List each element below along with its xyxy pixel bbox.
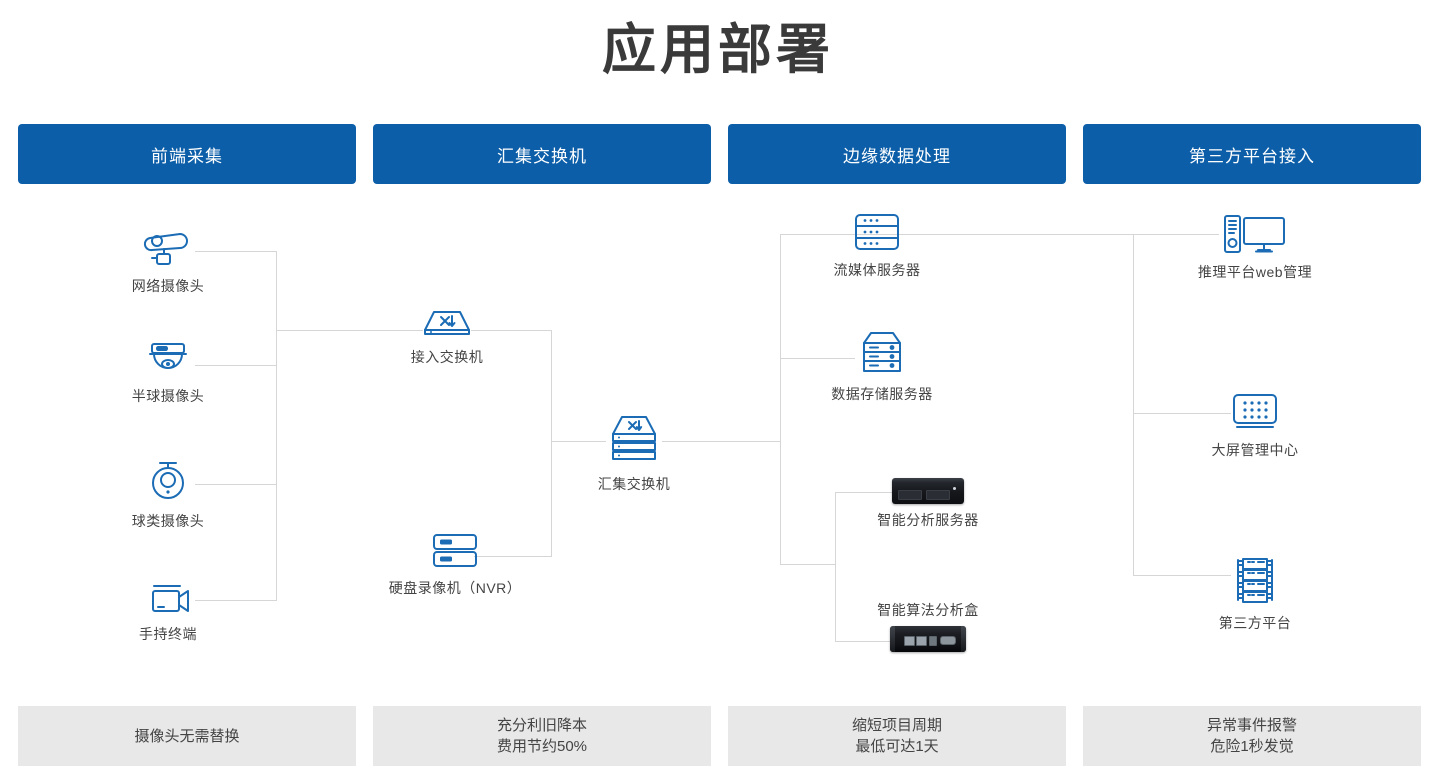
node-handheld-terminal[interactable]: 手持终端	[108, 580, 228, 644]
camcorder-icon	[141, 580, 195, 618]
connector-videowall-stub	[1133, 413, 1231, 414]
footer-line-2: 危险1秒发觉	[1210, 738, 1294, 755]
node-label: 手持终端	[139, 626, 197, 642]
column-header-switch: 汇集交换机	[373, 124, 711, 184]
node-third-party-platform[interactable]: 第三方平台	[1192, 555, 1318, 633]
footer-benefit-thirdparty: 异常事件报警 危险1秒发觉	[1083, 706, 1421, 766]
footer-line-1: 异常事件报警	[1206, 717, 1297, 734]
node-access-switch[interactable]: 接入交换机	[387, 305, 507, 367]
node-label: 智能分析服务器	[877, 512, 979, 528]
footer-line-2: 最低可达1天	[855, 738, 939, 755]
desktop-computer-icon	[1220, 212, 1290, 256]
stacked-switch-icon	[603, 412, 665, 468]
node-label: 大屏管理中心	[1211, 442, 1299, 458]
node-label: 半球摄像头	[131, 388, 205, 404]
node-analysis-server[interactable]: 智能分析服务器	[862, 478, 994, 530]
connector-nvr-stub	[474, 556, 552, 557]
column-header-frontend: 前端采集	[18, 124, 356, 184]
connector-column4-bus	[1133, 234, 1134, 575]
connector-bus1-to-access-switch	[276, 330, 423, 331]
connector-column1-bus	[276, 251, 277, 601]
connector-column3-bus	[780, 234, 781, 564]
node-storage-server[interactable]: 数据存储服务器	[822, 328, 942, 404]
node-label: 推理平台web管理	[1197, 264, 1313, 280]
footer-benefit-edge: 缩短项目周期 最低可达1天	[728, 706, 1066, 766]
rack-server-icon	[848, 210, 906, 254]
footer-line-1: 摄像头无需替换	[134, 727, 240, 745]
connector-analysis-server-stub	[835, 492, 893, 493]
footer-line-1: 充分利旧降本	[496, 717, 587, 734]
node-dome-camera[interactable]: 半球摄像头	[108, 340, 228, 406]
connector-dome-stub	[195, 365, 277, 366]
connector-ptz-stub	[195, 484, 277, 485]
node-nvr[interactable]: 硬盘录像机（NVR）	[380, 530, 530, 598]
edge-ai-box-photo	[890, 626, 966, 652]
node-ip-camera[interactable]: 网络摄像头	[108, 224, 228, 296]
node-label: 智能算法分析盒	[877, 602, 979, 618]
column-header-thirdparty: 第三方平台接入	[1083, 124, 1421, 184]
connector-thirdparty-stub	[1133, 575, 1231, 576]
footer-line-1: 缩短项目周期	[851, 717, 942, 734]
node-label: 流媒体服务器	[833, 262, 921, 278]
footer-benefit-frontend: 摄像头无需替换	[18, 706, 356, 766]
node-label: 汇集交换机	[597, 476, 671, 492]
connector-webplatform-stub	[1133, 234, 1219, 235]
ptz-camera-icon	[142, 457, 194, 505]
node-label: 网络摄像头	[131, 278, 205, 294]
node-label: 第三方平台	[1218, 615, 1292, 631]
connector-bus3-to-bus4	[780, 234, 1134, 235]
connector-access-switch-right	[471, 330, 552, 331]
column-header-edge: 边缘数据处理	[728, 124, 1066, 184]
footer-line-2: 费用节约50%	[496, 738, 588, 755]
page-title: 应用部署	[602, 20, 834, 80]
connector-storage-stub	[780, 358, 855, 359]
node-video-wall[interactable]: 大屏管理中心	[1192, 390, 1318, 460]
rackmount-appliance-photo	[892, 478, 964, 504]
node-label: 球类摄像头	[131, 513, 205, 529]
node-label: 数据存储服务器	[831, 386, 933, 402]
connector-bus3-to-subbus	[780, 564, 836, 565]
footer-benefit-switch: 充分利旧降本 费用节约50%	[373, 706, 711, 766]
node-aggregation-switch[interactable]: 汇集交换机	[574, 412, 694, 494]
connector-column2-bus	[551, 330, 552, 556]
node-web-platform[interactable]: 推理平台web管理	[1192, 212, 1318, 282]
storage-server-icon	[854, 328, 910, 378]
node-label: 接入交换机	[410, 349, 484, 365]
network-switch-icon	[416, 305, 478, 341]
connector-algorithm-box-stub	[835, 641, 893, 642]
node-ptz-camera[interactable]: 球类摄像头	[108, 457, 228, 531]
nvr-icon	[425, 530, 485, 572]
connector-bus2-to-aggregation	[551, 441, 606, 442]
dome-camera-icon	[140, 340, 196, 380]
bullet-camera-icon	[140, 224, 196, 270]
video-wall-icon	[1226, 390, 1284, 434]
connector-aggregation-right	[662, 441, 781, 442]
node-streaming-server[interactable]: 流媒体服务器	[817, 210, 937, 280]
connector-handheld-stub	[195, 600, 277, 601]
node-algorithm-box[interactable]: 智能算法分析盒	[862, 600, 994, 652]
node-label: 硬盘录像机（NVR）	[388, 580, 522, 596]
connector-ipcam-stub	[195, 251, 277, 252]
server-rack-icon	[1226, 555, 1284, 607]
connector-analysis-subbus	[835, 492, 836, 642]
